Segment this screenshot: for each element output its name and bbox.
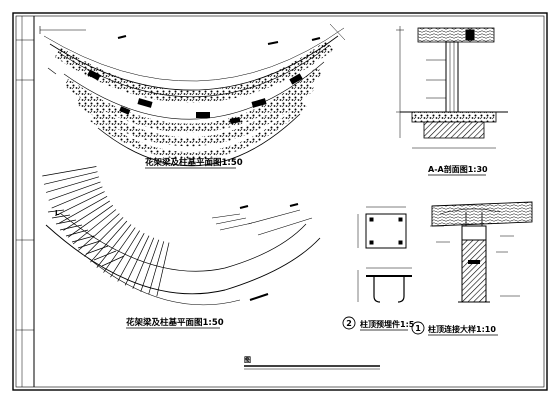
rafter-slat bbox=[67, 205, 114, 238]
rafter-slat bbox=[43, 171, 98, 185]
rafter-slat bbox=[78, 213, 120, 251]
plan-lower-marker: L bbox=[55, 209, 60, 217]
rafter-slat bbox=[51, 186, 103, 209]
rafter-slat bbox=[140, 239, 160, 292]
embedded-plate-plan bbox=[357, 206, 407, 249]
rafter-slat bbox=[124, 235, 150, 286]
rafter-slat bbox=[72, 209, 117, 245]
plan-upper bbox=[39, 23, 346, 167]
footer-title: 图 bbox=[244, 355, 251, 364]
rafter-slat bbox=[48, 181, 101, 201]
svg-text:2: 2 bbox=[346, 319, 352, 328]
rafter-slat bbox=[84, 217, 124, 257]
rafter-slat bbox=[90, 220, 128, 263]
section-aa-title: A-A剖面图1:30 bbox=[428, 164, 488, 174]
embedded-plate-title: 柱顶预埋件1:5 bbox=[360, 319, 415, 329]
embedded-plate-elevation bbox=[357, 267, 412, 303]
rafter-slat bbox=[55, 191, 105, 217]
rafter-slat bbox=[96, 224, 132, 268]
plan-lower-title: 花架梁及柱基平面图1:50 bbox=[126, 317, 224, 328]
rafter-slat bbox=[63, 200, 110, 231]
rafter-slat bbox=[42, 166, 97, 177]
rafter-slat bbox=[117, 233, 145, 282]
svg-text:1: 1 bbox=[415, 324, 421, 333]
rafter-slat bbox=[156, 242, 170, 297]
section-aa bbox=[396, 26, 508, 149]
column-top-title: 柱顶连接大样1:10 bbox=[428, 324, 496, 334]
plan-upper-title: 花架梁及柱基平面图1:50 bbox=[145, 157, 243, 168]
plan-lower bbox=[42, 166, 321, 306]
column-top-detail bbox=[430, 201, 533, 303]
rafter-slat bbox=[58, 195, 108, 224]
sheet-frame bbox=[12, 12, 548, 391]
embedded-plate-callout: 2 bbox=[342, 316, 356, 330]
rafter-slat bbox=[110, 230, 140, 278]
column-top-callout: 1 bbox=[411, 321, 425, 335]
rafter-slat bbox=[132, 237, 155, 289]
rafter-slat bbox=[46, 176, 99, 193]
rafter-slat bbox=[103, 227, 136, 273]
rafter-slat bbox=[148, 241, 165, 295]
